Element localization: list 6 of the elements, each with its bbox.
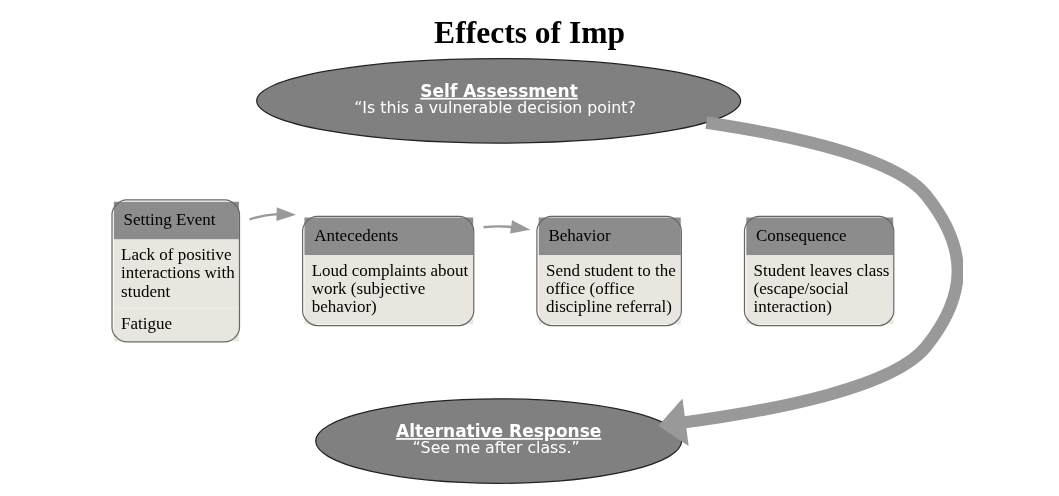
arrow <box>482 219 530 234</box>
arrow <box>248 206 296 221</box>
diagram-title: Effects of Imp <box>433 14 625 50</box>
arrow <box>657 116 963 446</box>
node-ellipse: Self Assessment “Is this a vulnerable decision point? <box>255 57 741 144</box>
node-ellipse: Alternative Response “See me after class.” <box>314 397 682 484</box>
